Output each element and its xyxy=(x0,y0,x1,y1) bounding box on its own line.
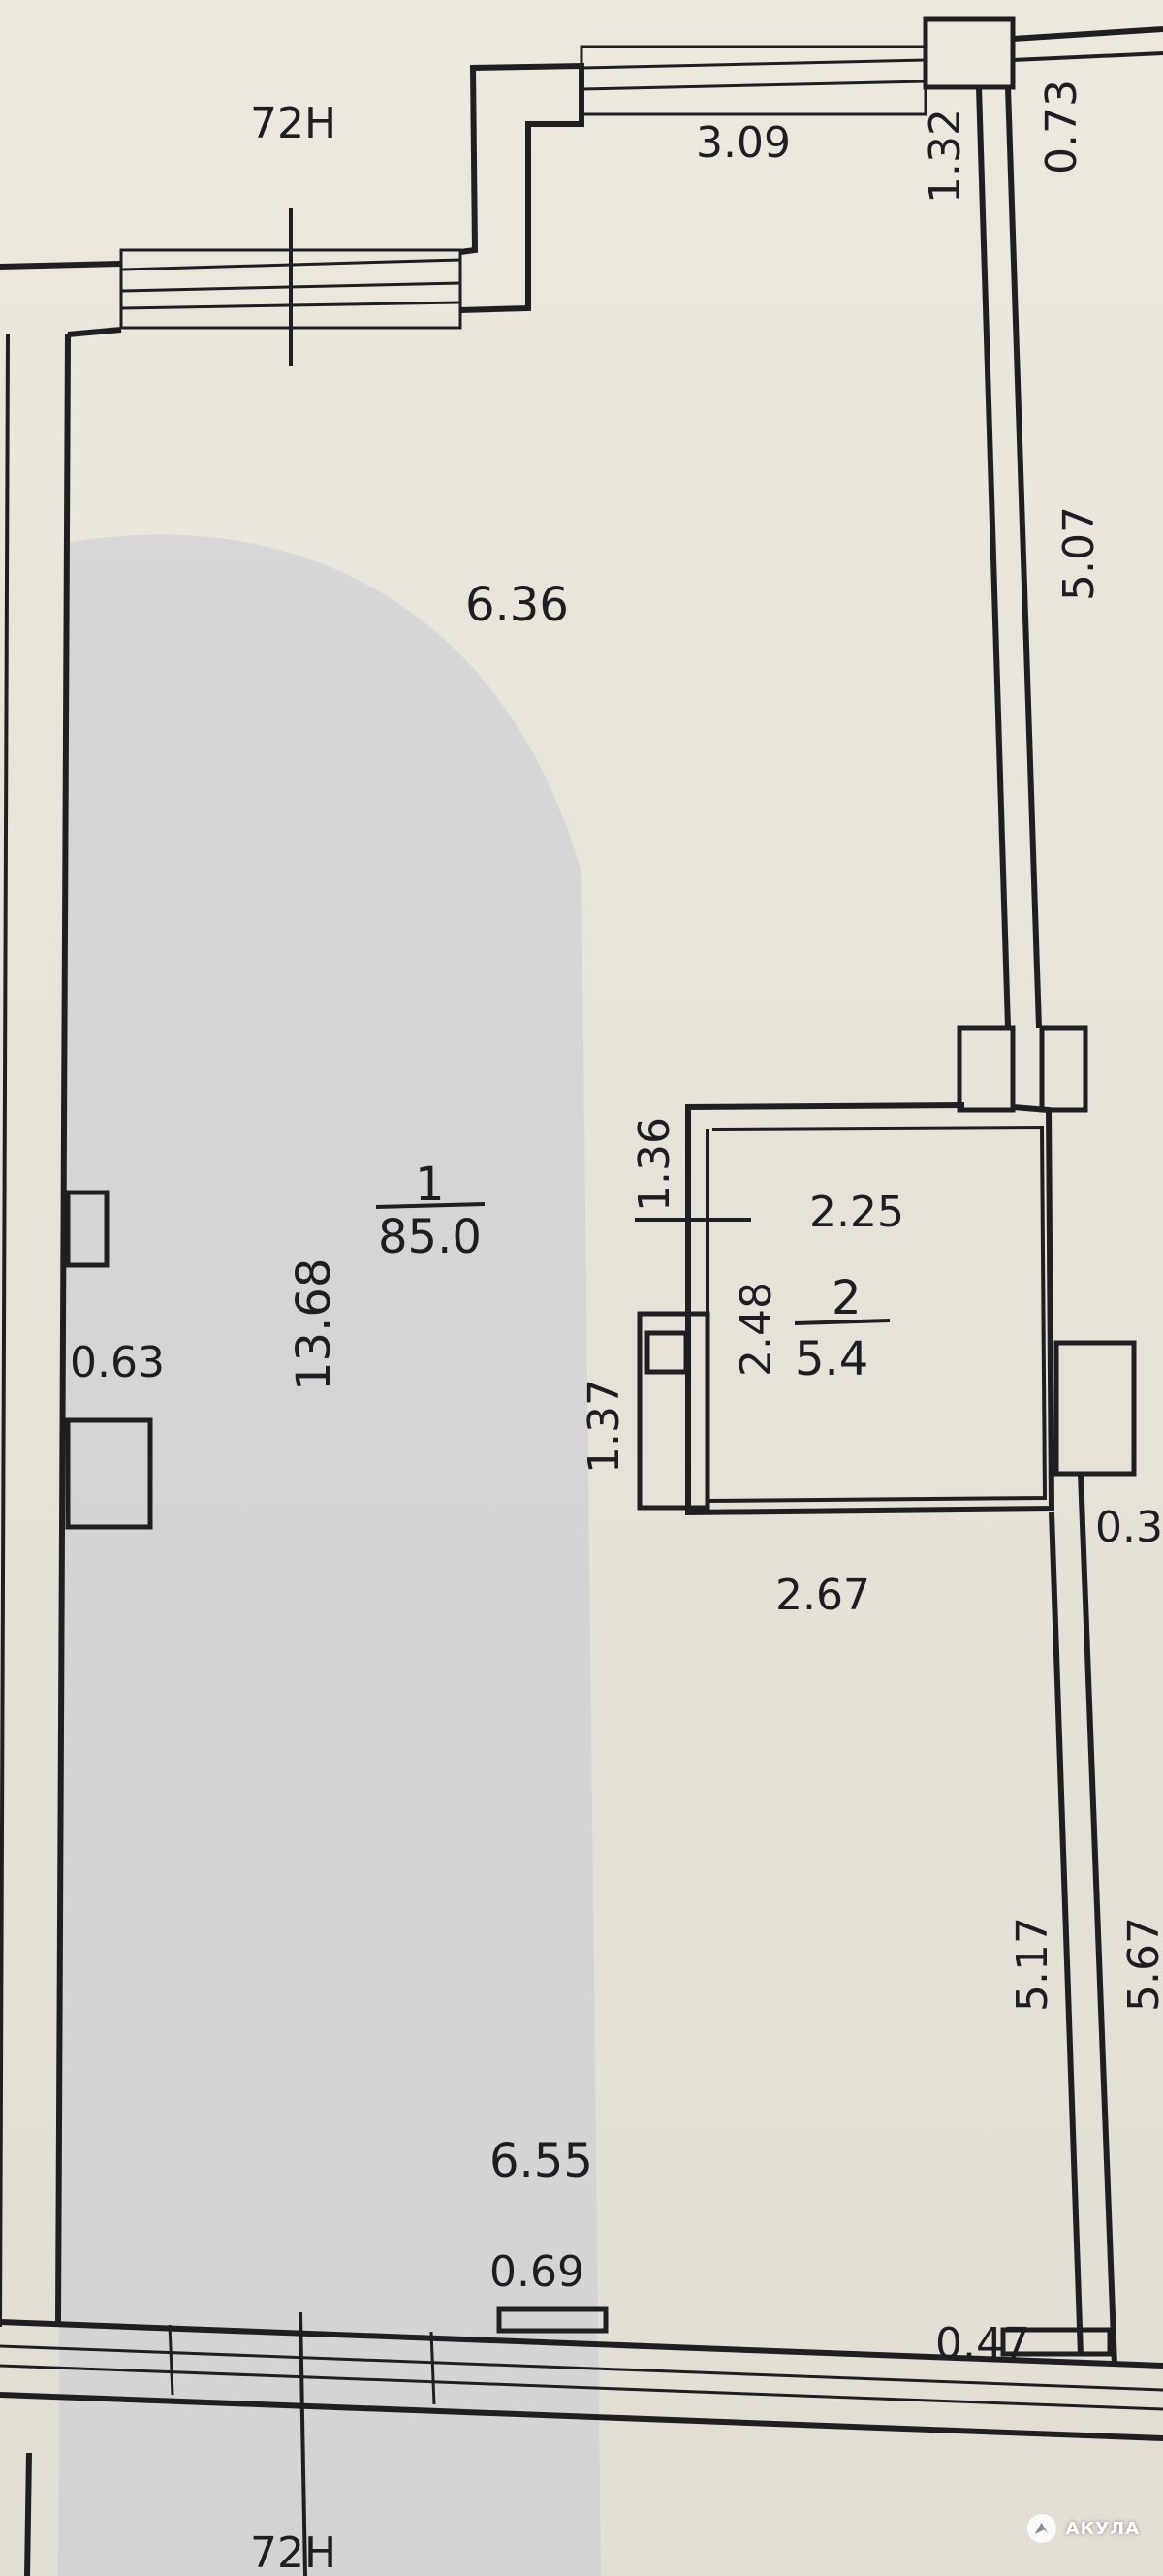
wall-right-upper-inner xyxy=(976,86,1011,1029)
wall-top-right xyxy=(1012,26,1163,42)
dim-6-36: 6.36 xyxy=(465,578,569,632)
column-right-a xyxy=(957,1025,1016,1113)
room2-number: 2 xyxy=(832,1271,862,1325)
wall-top-inner-left xyxy=(67,327,122,337)
axis-label-top: 72Н xyxy=(250,99,336,148)
wall-top-right-2 xyxy=(1012,51,1163,62)
dim-1-32: 1.32 xyxy=(921,109,970,204)
dim-2-67: 2.67 xyxy=(775,1571,870,1620)
column-left-a xyxy=(65,1190,110,1268)
column-left-b xyxy=(65,1417,153,1530)
wall-top-far-left xyxy=(0,261,122,270)
dim-0-47: 0.47 xyxy=(935,2319,1030,2369)
watermark: АКУЛА xyxy=(1026,2514,1140,2543)
dim-3-09: 3.09 xyxy=(696,118,791,168)
column-bottom-b xyxy=(1000,2327,1113,2357)
wall-right-lower-outer xyxy=(1078,1473,1117,2367)
room1-number: 1 xyxy=(415,1158,445,1212)
dim-0-73: 0.73 xyxy=(1037,80,1086,175)
dim-0-3: 0.3 xyxy=(1095,1503,1163,1552)
wall-left xyxy=(55,334,71,2323)
dim-1-37: 1.37 xyxy=(580,1379,629,1474)
shadow-area xyxy=(58,534,601,2576)
dim-1-36: 1.36 xyxy=(630,1117,679,1212)
room1-area: 85.0 xyxy=(378,1210,482,1264)
room2-area: 5.4 xyxy=(795,1332,868,1386)
bathroom xyxy=(637,1102,1137,1516)
dim-5-67: 5.67 xyxy=(1119,1917,1163,2012)
wall-left-outer xyxy=(0,334,10,2328)
window-bottom xyxy=(0,2319,1163,2441)
axis-tick-bottom xyxy=(299,2311,307,2576)
column-top-right xyxy=(923,16,1016,90)
window-top-right xyxy=(580,45,927,116)
dim-0-69: 0.69 xyxy=(489,2247,584,2297)
watermark-text: АКУЛА xyxy=(1065,2518,1140,2539)
dim-5-07: 5.07 xyxy=(1054,506,1104,601)
column-right-b xyxy=(1039,1025,1088,1113)
axis-label-bottom: 72Н xyxy=(250,2528,336,2576)
dim-2-25: 2.25 xyxy=(809,1188,904,1237)
dim-6-55: 6.55 xyxy=(489,2134,593,2188)
wall-niche xyxy=(459,62,584,313)
column-bottom-a xyxy=(496,2306,609,2334)
wall-bottom-left xyxy=(24,2452,32,2576)
dim-13-68: 13.68 xyxy=(287,1258,341,1391)
shark-logo-icon xyxy=(1026,2514,1056,2543)
dim-2-48: 2.48 xyxy=(732,1282,781,1377)
wall-right-upper-outer xyxy=(1005,86,1042,1029)
room2-label-line xyxy=(794,1319,891,1325)
room1-label-line xyxy=(375,1202,486,1209)
dim-0-63: 0.63 xyxy=(70,1338,165,1387)
wall-right-lower-inner xyxy=(1049,1511,1084,2357)
dim-5-17: 5.17 xyxy=(1008,1917,1057,2012)
